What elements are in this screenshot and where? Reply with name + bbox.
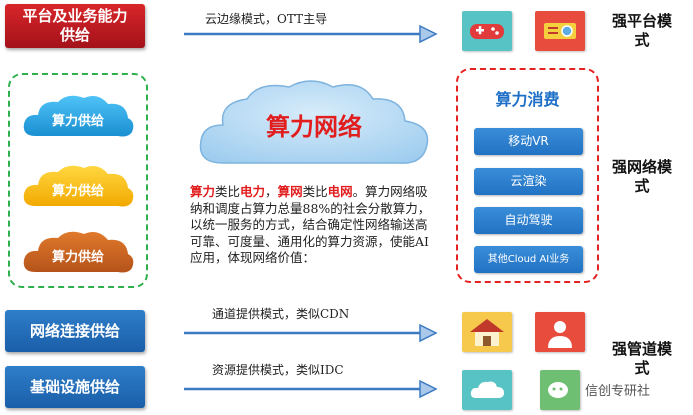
compute-network-cloud: 算力网络 (193, 75, 435, 175)
infra-supply-label: 基础设施供给 (29, 377, 120, 396)
desc-keyword-power: 电力 (240, 184, 266, 199)
cloud-shape-icon (23, 95, 134, 137)
infra-supply-box: 基础设施供给 (5, 366, 145, 408)
cloud-icon (462, 370, 512, 410)
compute-supply-group (8, 73, 148, 288)
desc-text: 类比 (302, 184, 328, 199)
desc-keyword-compute-network: 算网 (277, 184, 303, 199)
arrow-bottom-label: 资源提供模式，类似IDC (212, 363, 344, 377)
mode-strong-platform: 强平台模式 (612, 12, 672, 50)
arrow-top (184, 24, 438, 44)
compute-supply-label-1: 算力供给 (51, 114, 104, 129)
arrow-middle (184, 323, 438, 343)
cloud-shape-icon (199, 80, 429, 164)
desc-text: 。算力网络吸纳和调度占算力总量88%的社会分散算力，以统一服务的方式，结合确定性… (190, 184, 431, 265)
mode-strong-pipe: 强管道模式 (612, 340, 672, 378)
arrow-middle-label: 通道提供模式，类似CDN (212, 307, 350, 321)
network-supply-box: 网络连接供给 (5, 310, 145, 352)
cloud-shape-icon (23, 165, 134, 207)
compute-supply-label-2: 算力供给 (51, 184, 104, 199)
platform-supply-label: 平台及业务能力供给 (22, 7, 128, 44)
user-icon (535, 312, 585, 352)
mode-strong-platform-label: 强平台模式 (612, 12, 673, 49)
network-supply-label: 网络连接供给 (29, 321, 120, 340)
projector-icon (535, 11, 585, 51)
desc-text: 类比 (215, 184, 241, 199)
consume-item-cloud-render: 云渲染 (474, 168, 583, 195)
platform-supply-box: 平台及业务能力供给 (5, 4, 145, 48)
mode-strong-network: 强网络模式 (612, 158, 672, 196)
consume-item-mobile-vr: 移动VR (474, 128, 583, 155)
house-icon (462, 312, 512, 352)
compute-network-title: 算力网络 (266, 113, 362, 141)
gamepad-icon (462, 11, 512, 51)
consume-item-autonomous-driving: 自动驾驶 (474, 207, 583, 234)
arrow-bottom (184, 379, 438, 399)
arrow-top-label: 云边缘模式，OTT主导 (205, 12, 328, 26)
compute-consumption-title: 算力消费 (495, 90, 560, 109)
desc-text: ， (265, 184, 278, 199)
wechat-icon (540, 370, 580, 410)
compute-consumption-group (456, 68, 599, 283)
desc-keyword-grid: 电网 (327, 184, 353, 199)
mode-strong-network-label: 强网络模式 (612, 158, 673, 195)
watermark: 信创专研社 (585, 384, 651, 399)
compute-supply-cloud-3: 算力供给 (18, 226, 138, 278)
compute-supply-cloud-2: 算力供给 (18, 160, 138, 212)
consume-item-other-cloud-ai: 其他Cloud AI业务 (474, 246, 583, 273)
cloud-shape-icon (23, 231, 134, 273)
compute-network-description: 算力类比电力，算网类比电网。算力网络吸纳和调度占算力总量88%的社会分散算力，以… (190, 184, 438, 267)
desc-keyword-compute: 算力 (190, 184, 216, 199)
compute-supply-cloud-1: 算力供给 (18, 90, 138, 142)
mode-strong-pipe-label: 强管道模式 (612, 340, 673, 377)
compute-supply-label-3: 算力供给 (51, 250, 104, 265)
